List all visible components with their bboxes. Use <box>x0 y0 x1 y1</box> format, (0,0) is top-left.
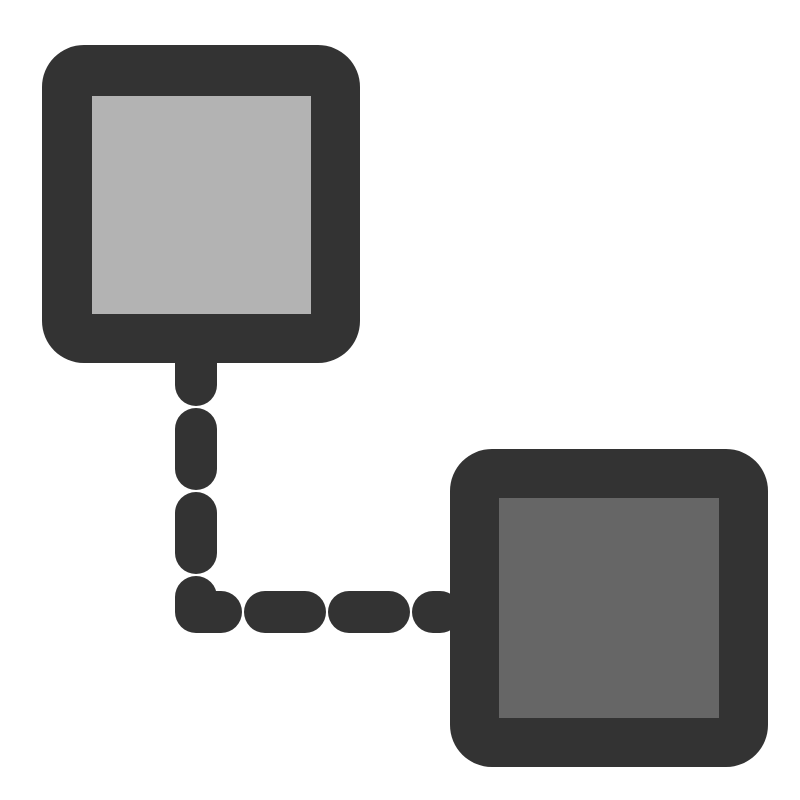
source-node <box>42 45 360 363</box>
target-node <box>450 449 768 767</box>
source-node-fill <box>92 96 311 314</box>
target-node-fill <box>499 498 719 718</box>
dashed-connector <box>175 324 461 633</box>
